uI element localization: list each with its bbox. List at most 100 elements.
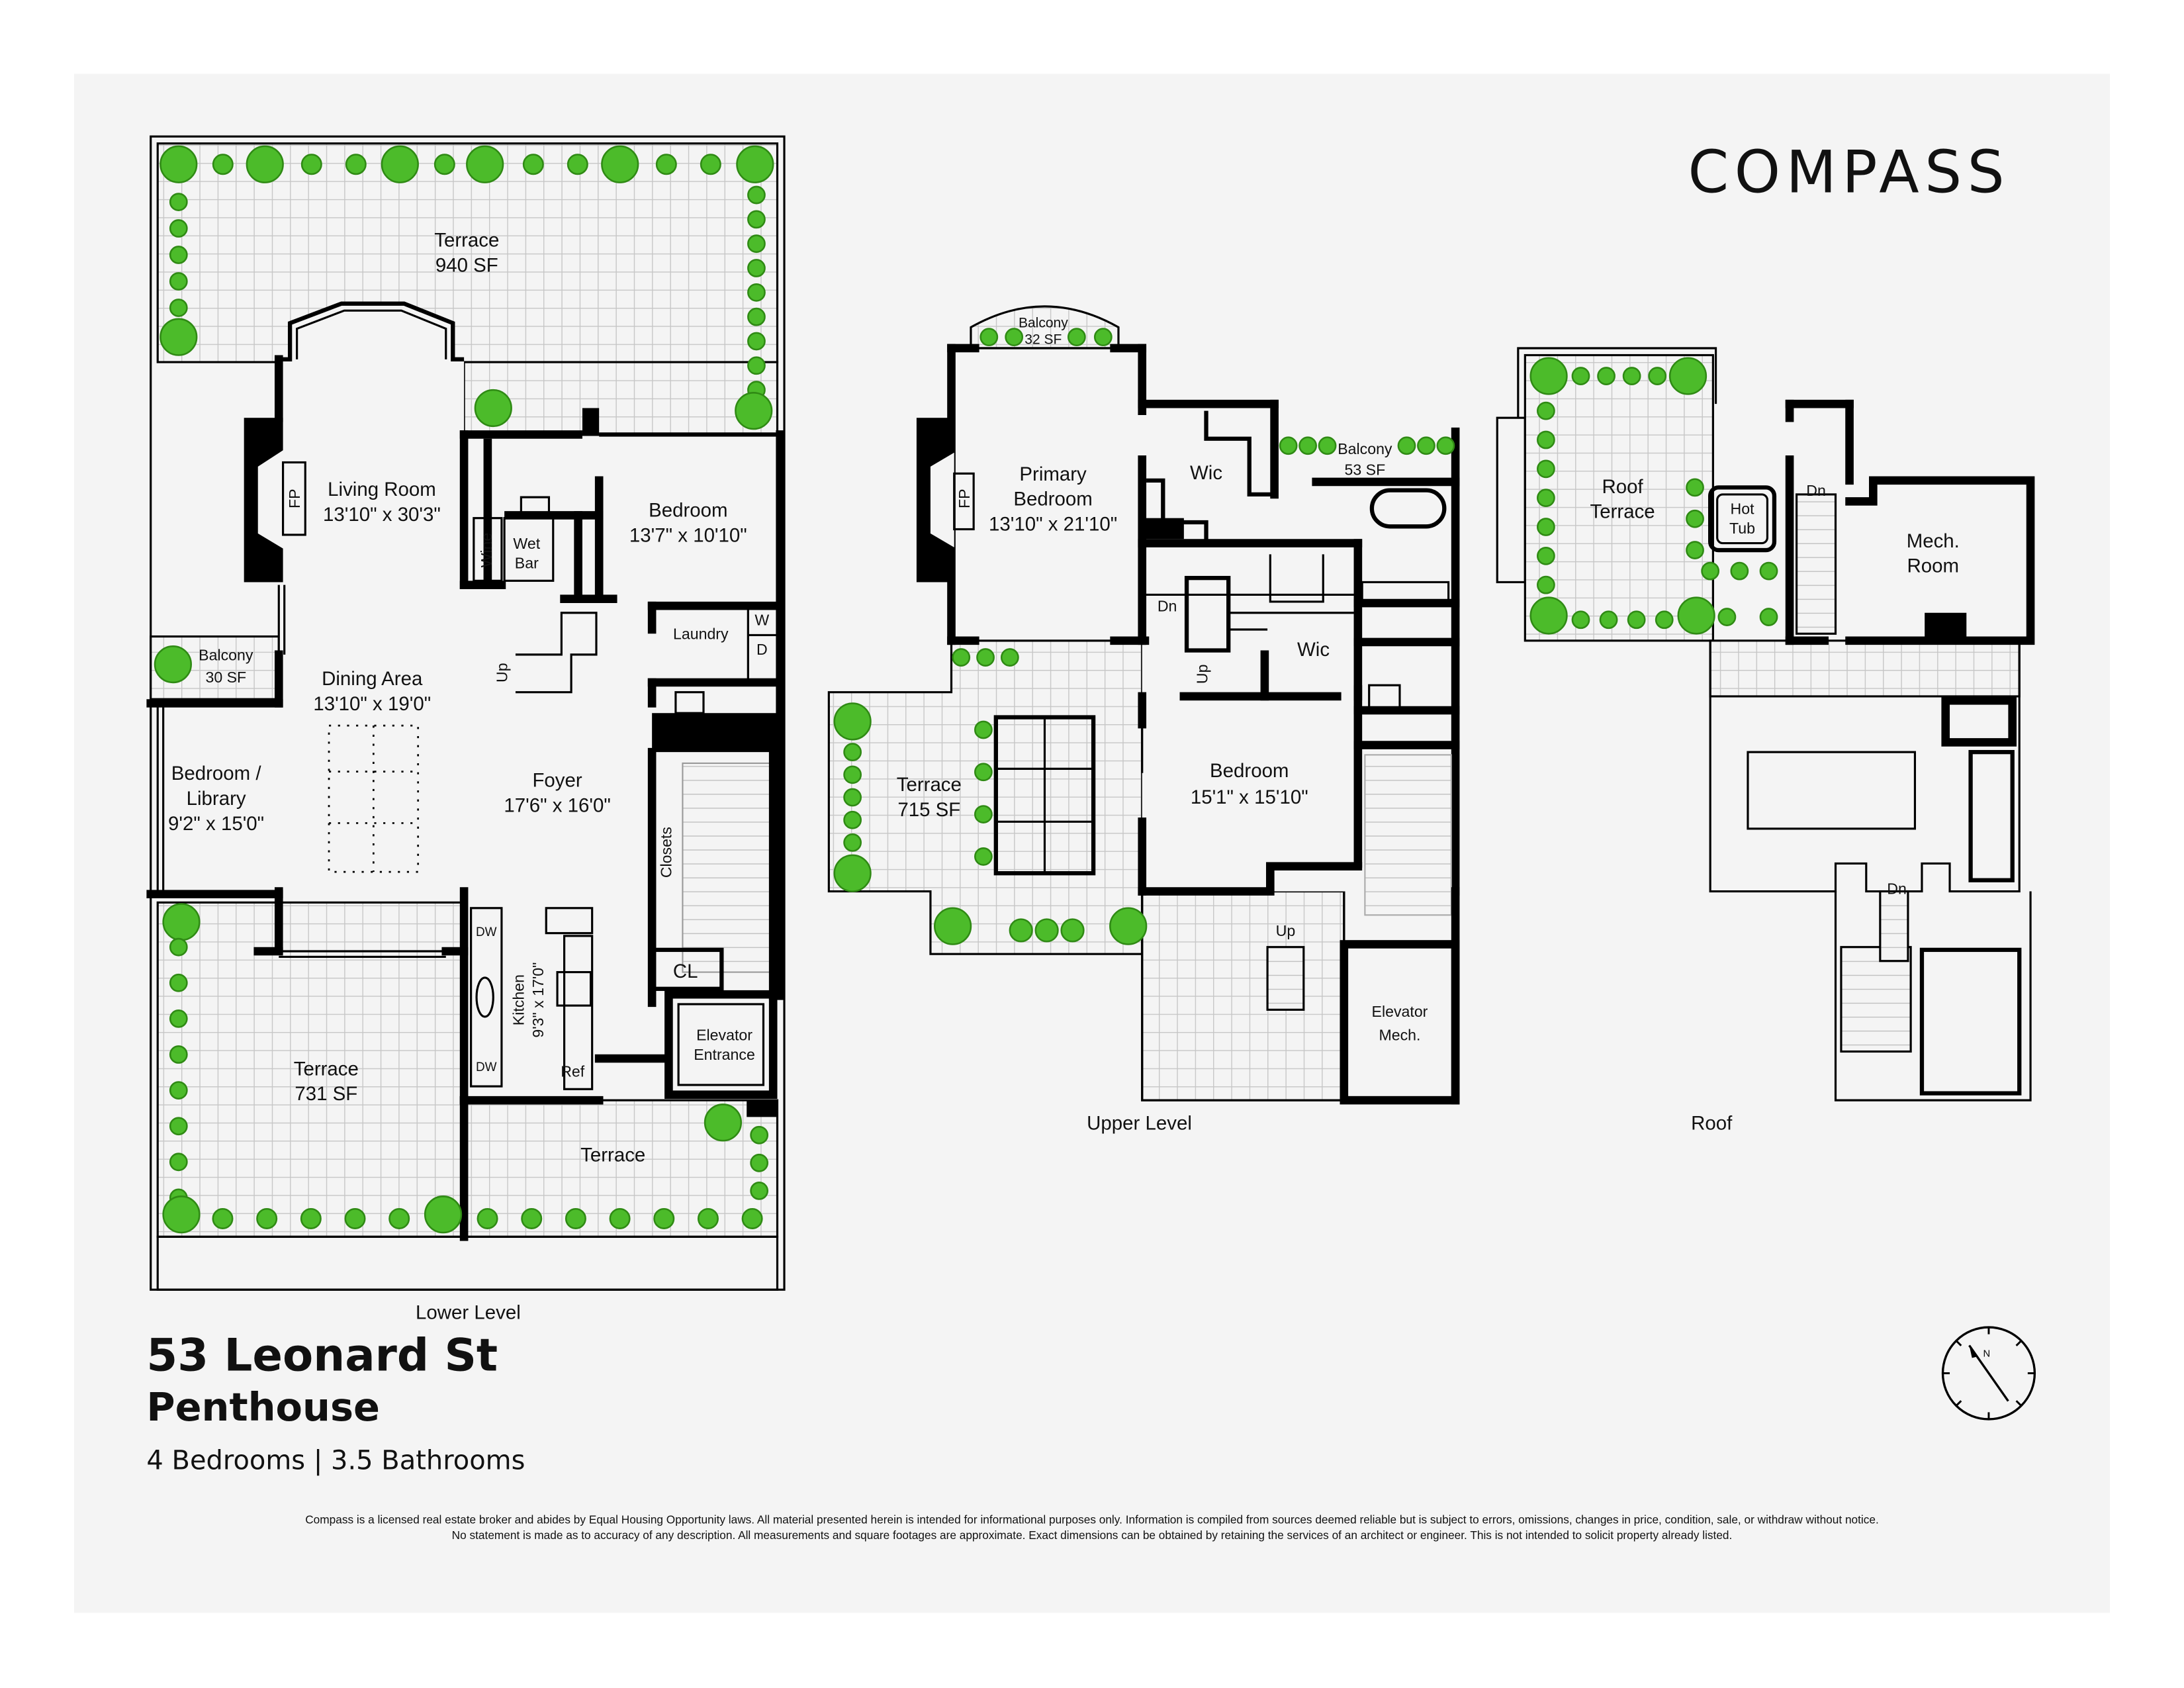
terrace-715-size: 715 SF xyxy=(897,799,960,821)
balcony-30-label: Balcony xyxy=(199,646,253,663)
stairs-up-label-2: Up xyxy=(1276,922,1296,939)
plant-icon xyxy=(169,973,188,992)
plant-icon xyxy=(1529,357,1568,395)
plant-icon xyxy=(1318,436,1337,455)
plant-icon xyxy=(169,193,188,211)
plant-icon xyxy=(843,765,862,784)
elevator-mech-label: Elevator xyxy=(1372,1003,1428,1020)
plant-icon xyxy=(1436,436,1455,455)
plant-icon xyxy=(747,210,766,229)
plant-icon xyxy=(1599,610,1618,630)
plant-icon xyxy=(256,1207,278,1229)
compass-logo: COMPASS xyxy=(1688,138,2010,206)
balcony-30-size: 30 SF xyxy=(205,669,246,686)
closets-label: Closets xyxy=(658,827,675,878)
wine-label: Wine xyxy=(478,533,495,568)
stairs-up-label: Up xyxy=(493,663,510,682)
dishwasher-label: DW xyxy=(476,925,497,939)
plant-icon xyxy=(750,1153,769,1172)
roof-caption: Roof xyxy=(1691,1112,1733,1134)
plant-icon xyxy=(159,318,198,356)
mech-room-label-2: Room xyxy=(1907,555,1960,577)
plant-icon xyxy=(750,1125,769,1145)
plant-icon xyxy=(747,283,766,302)
washer-label: W xyxy=(754,612,769,629)
cl-label: CL xyxy=(673,961,698,982)
plant-icon xyxy=(1067,328,1086,347)
bedroom-upper-size: 15'1" x 15'10" xyxy=(1191,786,1308,808)
bedroom-library-size: 9'2" x 15'0" xyxy=(168,813,264,835)
bedroom-library-label: Bedroom / xyxy=(171,763,262,784)
plant-icon xyxy=(1759,561,1778,581)
balcony-53-label: Balcony xyxy=(1338,440,1392,457)
plant-icon xyxy=(609,1207,631,1229)
listing-unit: Penthouse xyxy=(146,1384,380,1430)
plant-icon xyxy=(1417,436,1435,455)
plant-icon xyxy=(741,1207,763,1229)
plant-icon xyxy=(843,810,862,829)
plant-icon xyxy=(1000,648,1019,667)
plant-icon xyxy=(1686,509,1704,528)
upper-level-labels: Balcony 32 SF Primary Bedroom 13'10" x 2… xyxy=(897,315,1428,1134)
plant-icon xyxy=(700,154,721,175)
plant-icon xyxy=(1279,436,1298,455)
plant-icon xyxy=(747,185,766,205)
terrace-east-label: Terrace xyxy=(580,1145,645,1166)
wic-label-2: Wic xyxy=(1297,639,1330,661)
plant-icon xyxy=(747,259,766,277)
plant-icon xyxy=(1597,367,1615,385)
plant-icon xyxy=(747,307,766,326)
disclaimer-line-2: No statement is made as to accuracy of a… xyxy=(452,1528,1733,1542)
listing-summary: 4 Bedrooms | 3.5 Bathrooms xyxy=(146,1446,525,1476)
compass-tick xyxy=(2015,1400,2023,1407)
plant-icon xyxy=(1537,518,1555,536)
plant-icon xyxy=(1397,436,1416,455)
plant-icon xyxy=(345,154,367,175)
dryer-label: D xyxy=(756,641,768,658)
elevator-entrance-label-2: Entrance xyxy=(694,1046,755,1063)
plant-icon xyxy=(1655,610,1674,630)
lower-level-plan xyxy=(146,135,786,1291)
plant-icon xyxy=(162,1196,201,1234)
compass-tick xyxy=(1955,1340,1962,1346)
plant-icon xyxy=(169,219,188,238)
terrace-940-label: Terrace xyxy=(434,229,499,251)
plant-icon xyxy=(1677,596,1715,635)
north-arrow-icon: N xyxy=(1941,1326,2036,1421)
wic-label: Wic xyxy=(1190,462,1222,484)
primary-bedroom-label: Primary xyxy=(1019,463,1087,485)
plant-icon xyxy=(169,1117,188,1136)
plant-icon xyxy=(704,1103,743,1142)
plant-icon xyxy=(169,299,188,317)
plant-icon xyxy=(474,389,512,428)
plant-icon xyxy=(747,356,766,375)
plant-icon xyxy=(952,648,971,667)
plant-icon xyxy=(1537,489,1555,508)
plant-icon xyxy=(976,648,995,667)
plant-icon xyxy=(424,1196,463,1234)
plant-icon xyxy=(1686,541,1704,559)
bedroom-size: 13'7" x 10'10" xyxy=(629,524,747,546)
plant-icon xyxy=(1668,357,1707,395)
plant-icon xyxy=(1109,907,1148,945)
plant-icon xyxy=(477,1207,498,1229)
terrace-731-label: Terrace xyxy=(294,1058,359,1080)
compass-tick xyxy=(1955,1400,1962,1407)
plant-icon xyxy=(655,154,677,175)
plant-icon xyxy=(933,907,972,945)
plant-icon xyxy=(1529,596,1568,635)
bedroom-upper-label: Bedroom xyxy=(1210,760,1289,782)
plant-icon xyxy=(1537,430,1555,449)
plant-icon xyxy=(1686,478,1704,497)
disclaimer-line-1: Compass is a licensed real estate broker… xyxy=(305,1513,1879,1526)
plant-icon xyxy=(246,145,284,183)
balcony-53-size: 53 SF xyxy=(1345,461,1386,478)
kitchen-size: 9'3" x 17'0" xyxy=(529,962,547,1038)
plant-icon xyxy=(169,1081,188,1100)
plant-icon xyxy=(1759,608,1778,626)
plant-icon xyxy=(300,1207,322,1229)
foyer-label: Foyer xyxy=(532,770,582,792)
roof-plan xyxy=(1496,347,2035,1102)
plant-icon xyxy=(843,743,862,762)
